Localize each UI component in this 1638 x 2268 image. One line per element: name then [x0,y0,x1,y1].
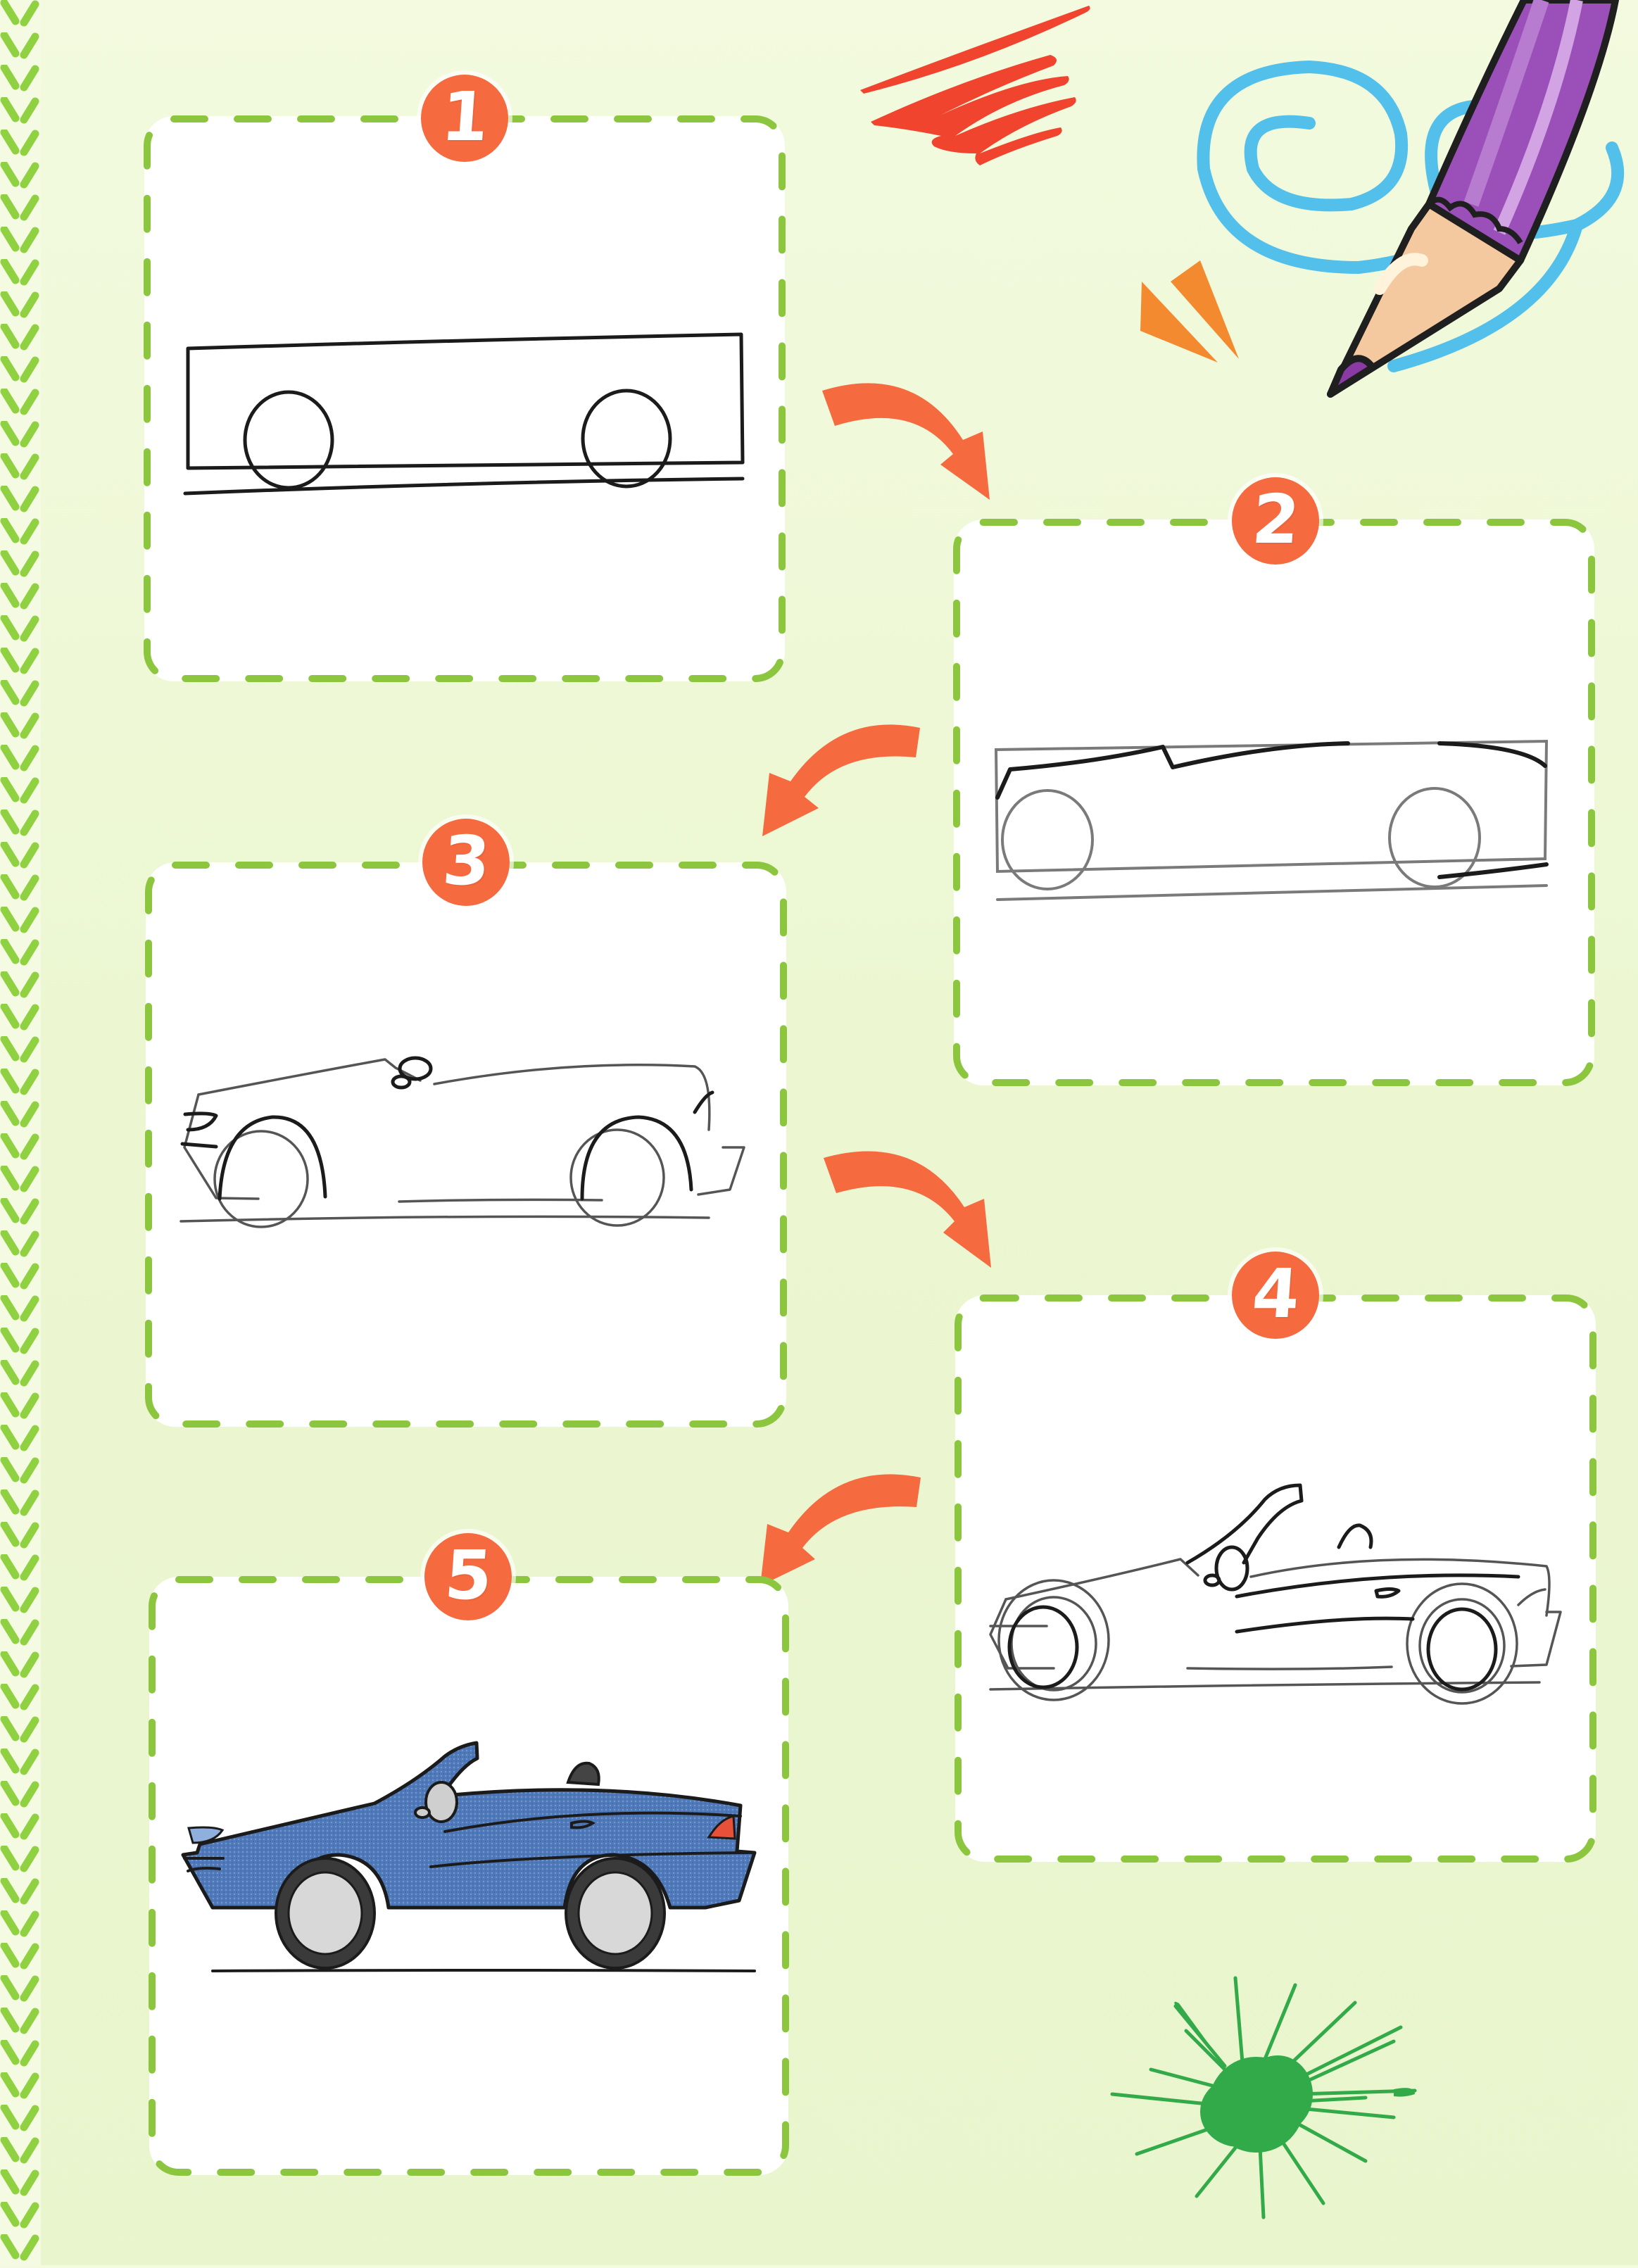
dashed-border [144,115,786,682]
herringbone-pattern-icon [0,0,41,2265]
curved-arrow-left-icon [760,1474,921,1586]
step-2-box [953,519,1595,1086]
left-herringbone-border [0,0,41,2265]
dashed-border [955,1294,1596,1863]
step-2-badge: 2 [1232,477,1319,565]
red-scribble-icon [860,6,1090,165]
dashed-border [953,519,1595,1086]
step-5-badge: 5 [424,1533,512,1620]
orange-sparks-icon [1140,260,1239,363]
step-3-drawing [179,1056,745,1228]
dashed-border [149,1576,789,2176]
step-5-box [149,1576,789,2176]
step-1-box [144,115,786,682]
step-1-badge: 1 [421,75,508,162]
step-2-drawing [994,739,1549,901]
dashed-border [145,862,787,1428]
curved-arrow-right-icon [822,383,990,500]
step-number: 2 [1249,480,1302,559]
step-number: 3 [439,821,493,900]
step-4-drawing [989,1483,1562,1705]
step-number: 5 [441,1536,495,1615]
step-5-drawing [181,1741,757,1972]
step-3-box [145,862,787,1428]
step-4-badge: 4 [1232,1252,1319,1339]
front-wheel-icon [275,1857,376,1970]
green-splat-icon [1110,1976,1417,2219]
step-3-badge: 3 [422,819,510,906]
step-number: 1 [438,77,491,156]
curved-arrow-left-icon [762,724,920,836]
step-1-drawing [183,332,745,496]
step-number: 4 [1249,1254,1302,1333]
curved-arrow-right-icon [824,1151,991,1268]
rear-wheel-icon [565,1857,666,1970]
step-4-box [955,1294,1596,1863]
pencil-icon [1327,0,1619,398]
